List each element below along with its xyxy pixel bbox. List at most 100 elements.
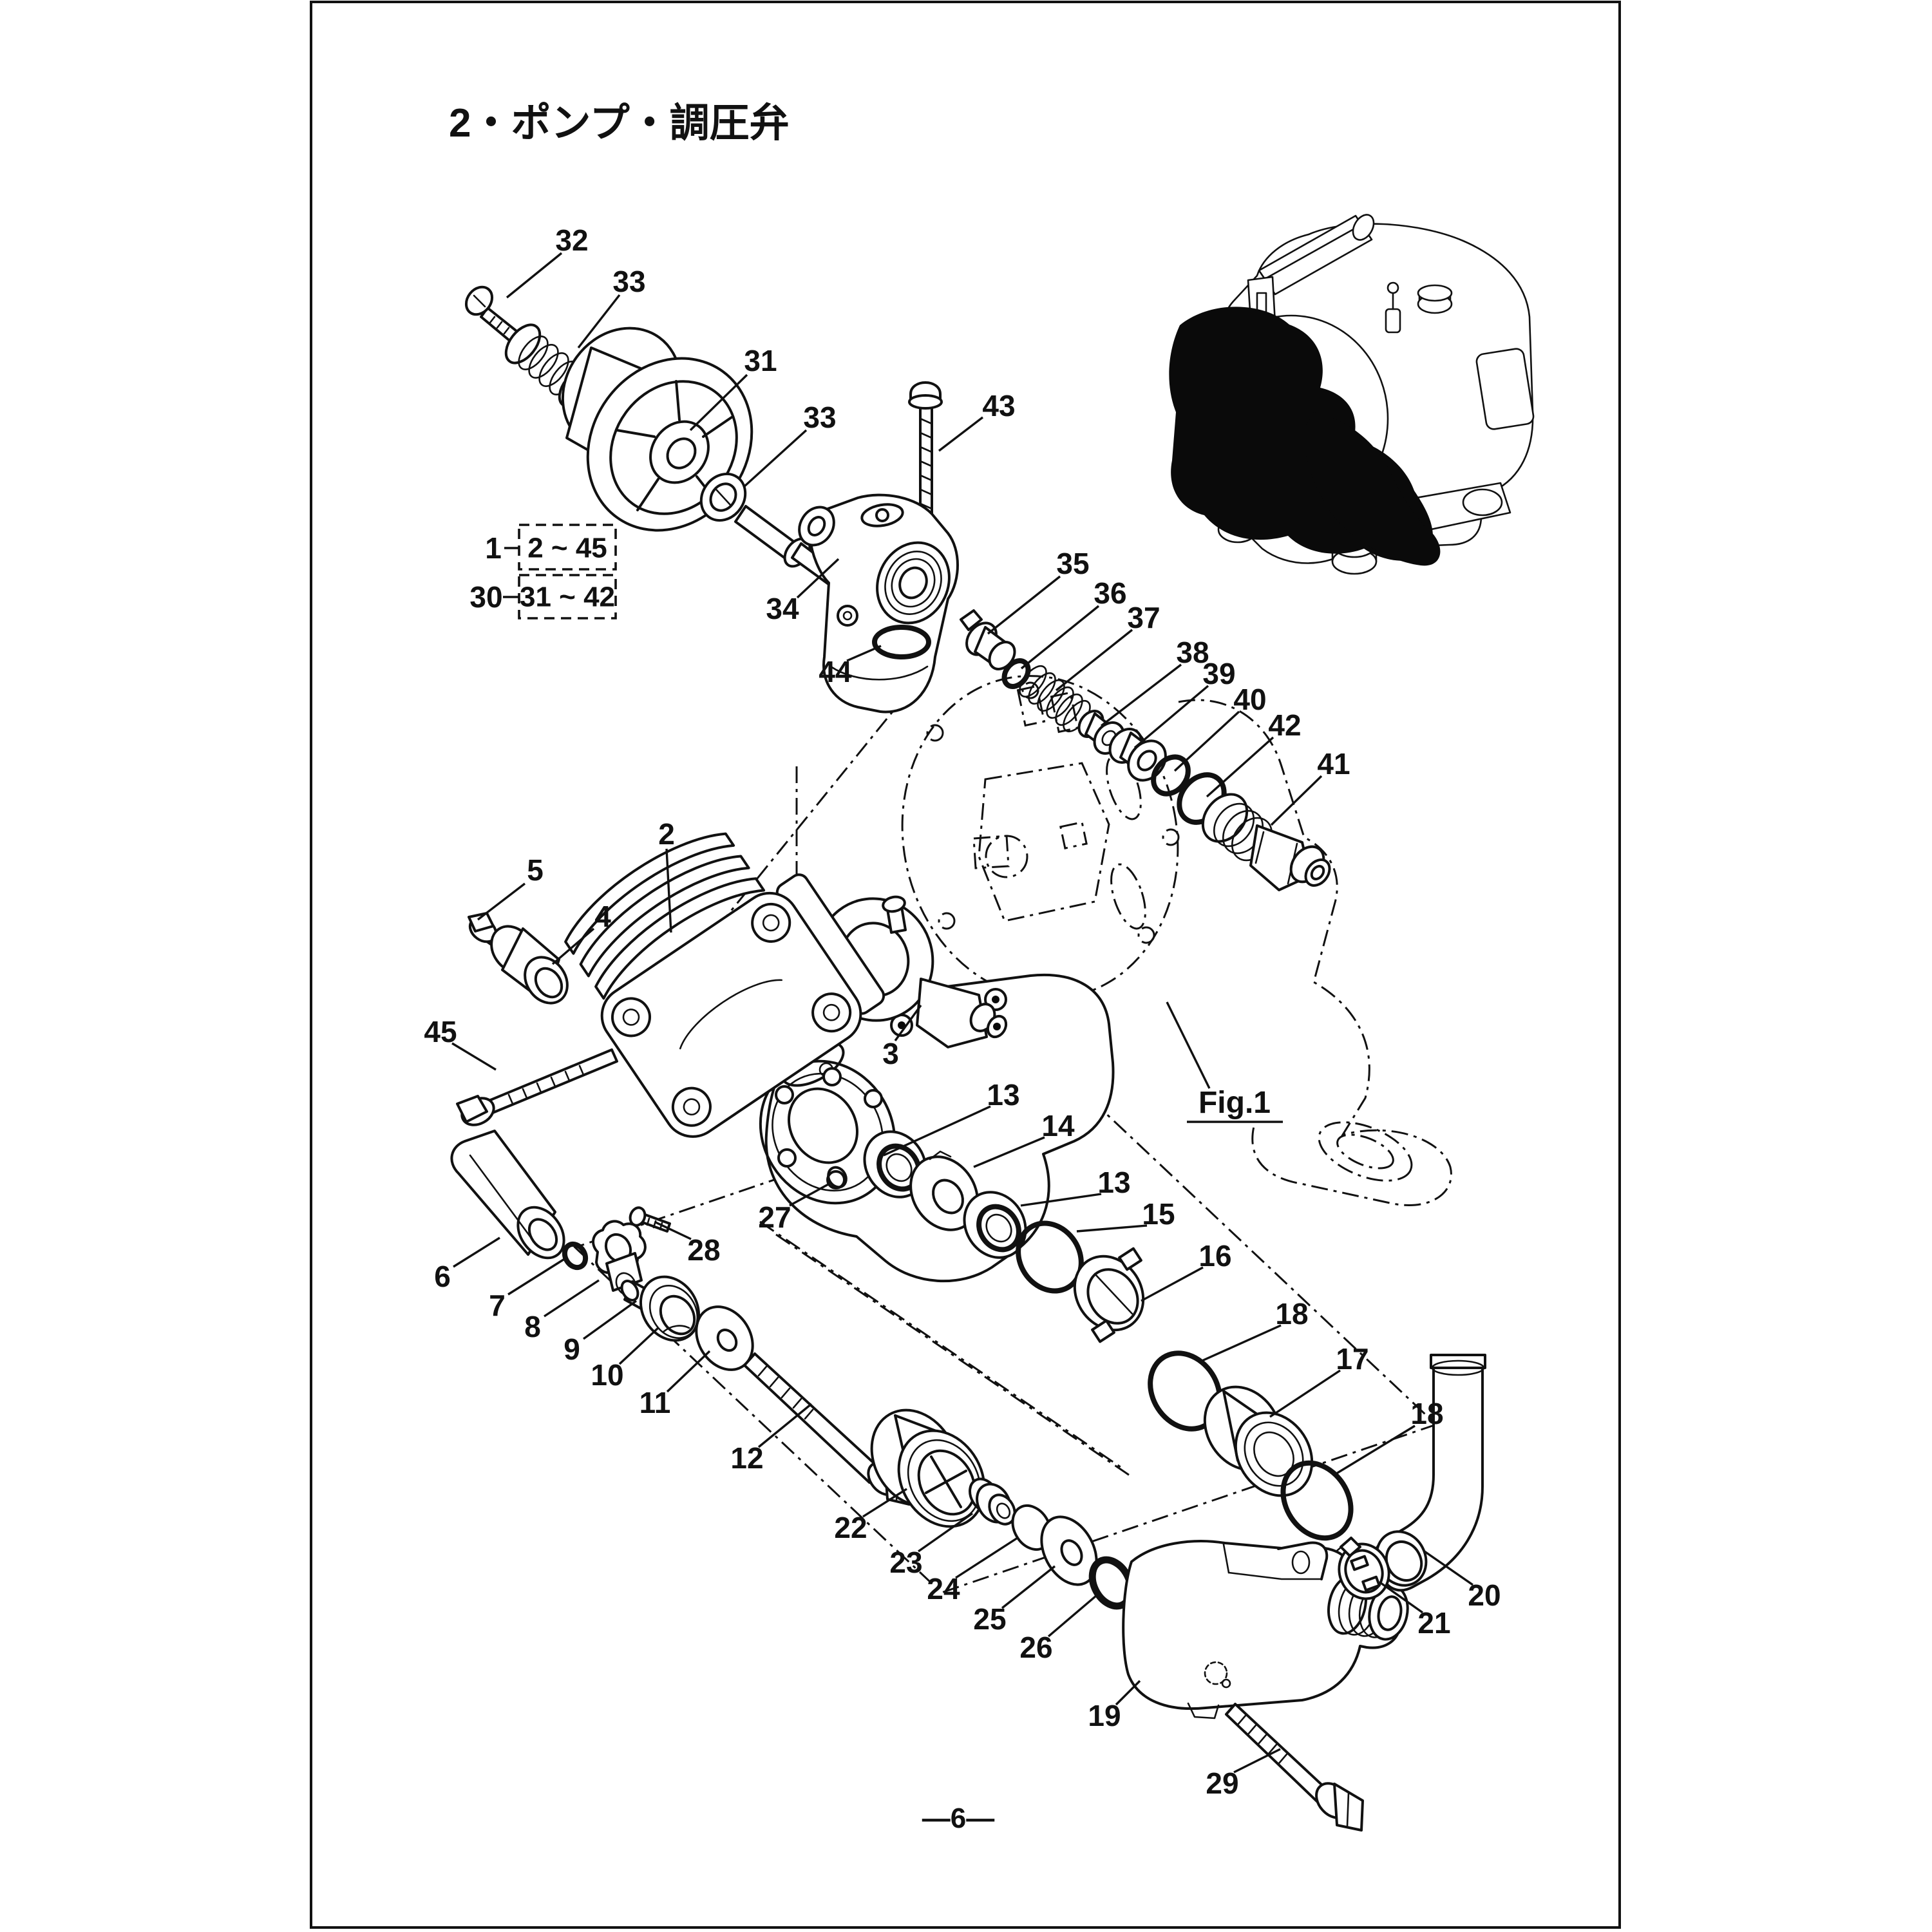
callout-leader-line xyxy=(1141,1266,1204,1302)
callout-23: 23 xyxy=(889,1512,973,1579)
callout-number: 25 xyxy=(973,1602,1006,1636)
part-16-retainer xyxy=(1073,1247,1145,1343)
callout-number: 20 xyxy=(1468,1578,1501,1612)
callout-leader-line xyxy=(1020,605,1100,670)
callout-number: 24 xyxy=(927,1572,960,1605)
callout-number: 8 xyxy=(524,1310,541,1343)
callout-13: 13 xyxy=(1020,1166,1131,1207)
callout-2: 2 xyxy=(658,817,675,933)
callout-leader-line xyxy=(862,1488,907,1518)
callout-number: 13 xyxy=(1097,1166,1130,1199)
callout-leader-line xyxy=(918,1512,973,1553)
part-27-o-ring xyxy=(827,1166,848,1189)
callout-number: 4 xyxy=(594,900,611,933)
part-11-washer xyxy=(695,1305,754,1371)
callout-number: 22 xyxy=(834,1511,867,1544)
callout-19: 19 xyxy=(1088,1680,1141,1732)
callout-leader-line xyxy=(1269,1369,1341,1418)
callout-34: 34 xyxy=(766,558,840,625)
callout-number: 17 xyxy=(1336,1342,1368,1376)
callout-number: 42 xyxy=(1268,708,1301,742)
callout-number: 2 xyxy=(658,817,675,851)
callout-35: 35 xyxy=(987,547,1090,635)
callout-leader-line xyxy=(1055,629,1133,692)
callout-18: 18 xyxy=(1198,1297,1309,1363)
crank-group xyxy=(464,285,851,593)
callout-leader-line xyxy=(1115,1680,1141,1706)
callout-leader-line xyxy=(894,1005,922,1041)
reference-box-30: 30 31 ~ 42 xyxy=(469,574,617,620)
callout-leader-line xyxy=(507,1257,566,1296)
callout-leader-line xyxy=(1173,710,1240,772)
figure-caption: Fig.1 xyxy=(1198,1086,1271,1120)
callout-leader-line xyxy=(1270,775,1323,826)
reference-box-30-label: 30 xyxy=(469,580,502,614)
callout-32: 32 xyxy=(506,223,589,299)
callout-leader-line xyxy=(1334,1425,1416,1476)
machine-overview xyxy=(1169,214,1535,575)
callout-leader-line xyxy=(666,1350,711,1393)
part-25-washer xyxy=(1040,1515,1098,1586)
callout-22: 22 xyxy=(834,1488,907,1544)
callout-number: 43 xyxy=(982,389,1015,422)
callout-number: 10 xyxy=(591,1358,623,1392)
part-2-cylinder-head xyxy=(564,832,886,1138)
callout-number: 33 xyxy=(612,265,645,298)
callout-40: 40 xyxy=(1173,683,1267,772)
callout-16: 16 xyxy=(1141,1239,1232,1302)
callout-number: 35 xyxy=(1056,547,1089,580)
callout-leader-line xyxy=(1380,1582,1423,1614)
callout-leader-line xyxy=(618,1327,659,1365)
callout-8: 8 xyxy=(524,1279,600,1343)
callout-leader-line xyxy=(689,374,748,431)
callout-number: 21 xyxy=(1417,1606,1450,1640)
callout-leader-line xyxy=(655,1221,692,1240)
callout-leader-line xyxy=(1076,1224,1148,1233)
callout-number: 29 xyxy=(1206,1766,1238,1800)
part-17-piston-guide xyxy=(1203,1385,1314,1497)
callout-44: 44 xyxy=(819,645,882,688)
page-number: —6— xyxy=(922,1803,994,1834)
callout-number: 15 xyxy=(1142,1197,1175,1231)
callout-number: 23 xyxy=(889,1546,922,1579)
callout-33: 33 xyxy=(577,265,646,349)
callout-42: 42 xyxy=(1206,708,1302,798)
callout-leader-line xyxy=(477,882,526,921)
part-33-seal xyxy=(699,472,747,522)
page-title: 2・ポンプ・調圧弁 xyxy=(449,101,790,146)
callout-4: 4 xyxy=(551,900,611,965)
part-28-screw xyxy=(629,1206,671,1233)
callout-number: 16 xyxy=(1198,1239,1231,1273)
callout-number: 36 xyxy=(1094,576,1126,610)
part-22-bushing xyxy=(870,1408,986,1528)
callout-number: 31 xyxy=(744,344,777,377)
part-7-o-ring xyxy=(562,1241,589,1271)
callout-28: 28 xyxy=(655,1221,721,1267)
part-34-valve-body xyxy=(798,493,959,714)
callout-21: 21 xyxy=(1380,1582,1451,1640)
reference-box-1-range: 2 ~ 45 xyxy=(527,533,607,564)
callout-leader-line xyxy=(1133,685,1209,749)
callout-leader-line xyxy=(1100,663,1182,727)
callout-29: 29 xyxy=(1206,1748,1281,1800)
callout-number: 37 xyxy=(1127,601,1160,634)
callout-leader-line xyxy=(883,1105,991,1157)
callout-number: 3 xyxy=(882,1037,899,1070)
callout-leader-line xyxy=(757,1403,813,1448)
part-37-spring xyxy=(1019,665,1091,732)
callout-leader-line xyxy=(665,848,672,933)
callout-leader-line xyxy=(846,645,882,662)
reference-box-30-range: 31 ~ 42 xyxy=(520,582,615,613)
reference-box-1-label: 1 xyxy=(485,531,502,565)
callout-26: 26 xyxy=(1019,1595,1097,1664)
callout-number: 18 xyxy=(1275,1297,1308,1331)
callout-41: 41 xyxy=(1270,747,1350,826)
callout-number: 39 xyxy=(1202,657,1235,690)
part-4-collar xyxy=(490,925,569,1005)
callout-38: 38 xyxy=(1100,636,1209,727)
callout-18: 18 xyxy=(1334,1397,1444,1476)
callout-number: 44 xyxy=(819,655,852,688)
part-14-washer xyxy=(909,1150,979,1231)
